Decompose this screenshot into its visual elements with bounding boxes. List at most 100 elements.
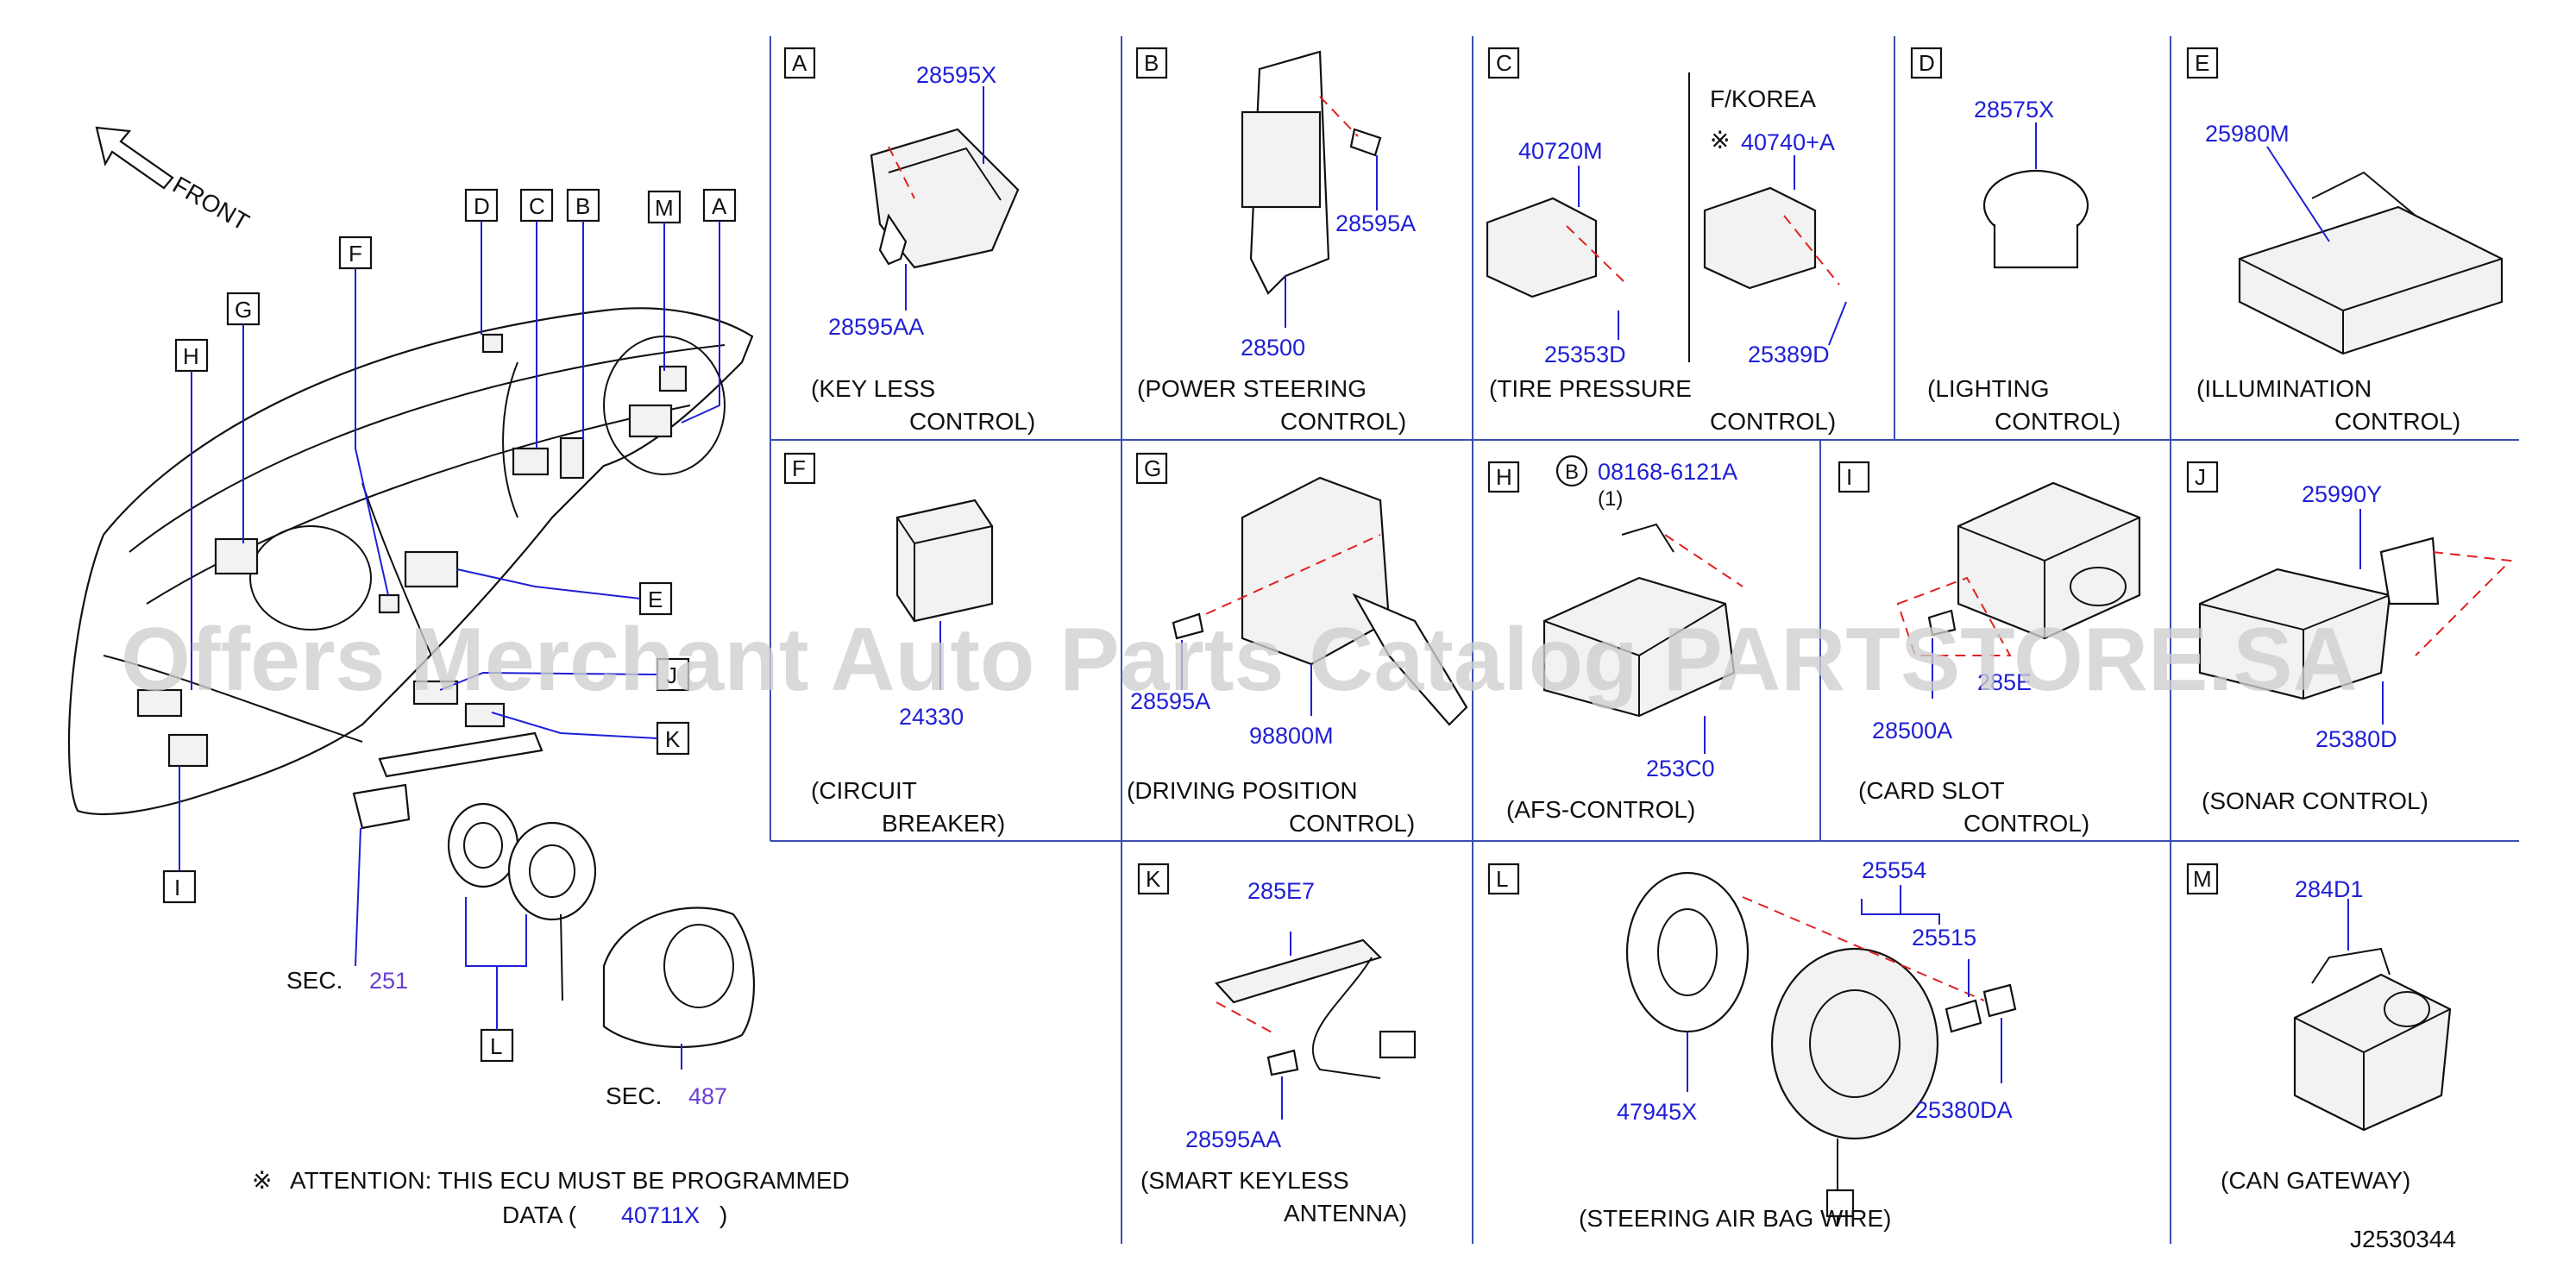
part-28595X[interactable]: 28595X (916, 62, 996, 88)
part-25353D[interactable]: 25353D (1544, 342, 1626, 367)
callout-B-box (566, 188, 600, 223)
attention-note: ※ ATTENTION: THIS ECU MUST BE PROGRAMMED… (252, 1167, 850, 1228)
part-284D1[interactable]: 284D1 (2295, 876, 2364, 902)
panel-grid (770, 36, 2519, 1244)
panel-E-letter: E (2195, 50, 2209, 76)
part-28500[interactable]: 28500 (1241, 335, 1305, 361)
part-28595A-G[interactable]: 28595A (1130, 688, 1210, 714)
part-98800M[interactable]: 98800M (1249, 723, 1334, 749)
sec-487-link[interactable]: 487 (688, 1083, 727, 1109)
callout-A-box (702, 188, 737, 223)
callout-D-box (464, 188, 499, 223)
panel-I: I 28500A 285E (CARD SLOT CONTROL) (1838, 461, 2141, 837)
callout-L: L (490, 1033, 502, 1059)
attention-line1: ATTENTION: THIS ECU MUST BE PROGRAMMED (290, 1167, 850, 1194)
callout-K: K (665, 726, 681, 752)
part-25515[interactable]: 25515 (1912, 925, 1976, 951)
panel-K-caption2: ANTENNA) (1284, 1200, 1407, 1227)
panel-B-caption1: (POWER STEERING (1137, 375, 1367, 402)
callout-G-box (226, 292, 261, 326)
circuit-breaker-unit (895, 499, 994, 623)
panel-B-caption2: CONTROL) (1280, 408, 1406, 435)
part-25990Y[interactable]: 25990Y (2302, 481, 2382, 507)
attention-part-40711X[interactable]: 40711X (621, 1202, 700, 1228)
panel-B-letter: B (1144, 50, 1159, 76)
panel-L-letter: L (1496, 866, 1508, 892)
callout-J-box (656, 657, 690, 692)
panel-F-letter: F (792, 455, 806, 481)
panel-I-caption2: CONTROL) (1963, 810, 2089, 837)
part-08168-6121A[interactable]: 08168-6121A (1598, 459, 1737, 485)
part-25389D[interactable]: 25389D (1748, 342, 1830, 367)
panel-K-caption1: (SMART KEYLESS (1140, 1167, 1349, 1194)
panel-C-mark: ※ (1710, 127, 1730, 154)
panel-K: K 285E7 28595AA (SMART KEYLESS ANTENNA) (1137, 863, 1417, 1227)
part-28500A[interactable]: 28500A (1872, 718, 1952, 744)
attention-line2-prefix: DATA ( (502, 1202, 577, 1228)
part-253C0[interactable]: 253C0 (1646, 756, 1715, 781)
part-28595AA-A[interactable]: 28595AA (828, 314, 924, 340)
callout-K-box (656, 721, 690, 756)
part-285E7[interactable]: 285E7 (1247, 878, 1315, 904)
panel-H-bolt-mark: B (1565, 461, 1579, 484)
panel-G-letter: G (1144, 455, 1161, 481)
part-28595AA-K[interactable]: 28595AA (1185, 1126, 1281, 1152)
part-25980M[interactable]: 25980M (2205, 121, 2290, 147)
part-47945X[interactable]: 47945X (1617, 1099, 1697, 1125)
panel-D-caption2: CONTROL) (1995, 408, 2120, 435)
panel-J-caption1: (SONAR CONTROL) (2202, 787, 2428, 814)
panel-C-letter: C (1496, 50, 1512, 76)
panel-M-letter: M (2193, 866, 2212, 892)
part-285E-partial[interactable]: 285E (1977, 669, 2032, 695)
callout-M: M (655, 195, 674, 221)
panel-F-caption2: BREAKER) (882, 810, 1005, 837)
afs-control-unit (1542, 576, 1736, 718)
part-28575X[interactable]: 28575X (1974, 97, 2054, 122)
panel-H: H B 08168-6121A (1) 253C0 (AFS-CONTROL) (1487, 455, 1744, 823)
attention-line2-suffix: ) (719, 1202, 727, 1228)
panel-A-caption1: (KEY LESS (811, 375, 935, 402)
callout-G: G (235, 297, 252, 323)
smart-keyless-antenna (1215, 938, 1383, 1004)
panel-D-letter: D (1919, 50, 1935, 76)
sec-251-label: SEC. (286, 967, 342, 994)
can-gateway-unit (2293, 973, 2452, 1132)
keyless-control-unit (870, 128, 1020, 269)
card-slot-unit (1957, 481, 2141, 640)
part-25380D[interactable]: 25380D (2315, 726, 2397, 752)
panel-A-letter: A (792, 50, 807, 76)
panel-C-caption2: CONTROL) (1710, 408, 1836, 435)
front-label: FRONT (168, 171, 254, 235)
panel-B: B 28595A 28500 (POWER STEERING CONTROL) (1135, 47, 1416, 435)
part-40740-A[interactable]: 40740+A (1741, 129, 1835, 155)
panel-L-caption1: (STEERING AIR BAG WIRE) (1579, 1205, 1891, 1232)
panel-K-letter: K (1146, 866, 1161, 892)
panel-C-region: F/KOREA (1710, 85, 1816, 112)
part-25380DA[interactable]: 25380DA (1915, 1097, 2013, 1123)
sec-251-link[interactable]: 251 (369, 968, 408, 994)
sonar-control-unit (2198, 568, 2391, 700)
panel-F-caption1: (CIRCUIT (811, 777, 917, 804)
panel-M-caption1: (CAN GATEWAY) (2221, 1167, 2410, 1194)
callout-J: J (666, 662, 677, 688)
panel-A-caption2: CONTROL) (909, 408, 1035, 435)
illumination-control-unit (2238, 205, 2504, 355)
callout-C: C (529, 193, 545, 219)
callout-H-box (174, 338, 209, 373)
callout-F: F (349, 241, 362, 267)
steering-spiral-cover (1625, 871, 1750, 1033)
callout-D: D (474, 193, 490, 219)
panel-D: D 28575X (LIGHTING CONTROL) (1910, 47, 2120, 435)
callout-A: A (712, 193, 727, 219)
part-28595A-B[interactable]: 28595A (1335, 210, 1416, 236)
callout-I-box (162, 869, 197, 904)
attention-symbol: ※ (252, 1167, 272, 1194)
part-25554[interactable]: 25554 (1862, 857, 1926, 883)
callout-I: I (174, 875, 180, 900)
part-40720M[interactable]: 40720M (1518, 138, 1603, 164)
panel-G-caption1: (DRIVING POSITION (1127, 777, 1358, 804)
panel-I-letter: I (1846, 464, 1852, 490)
panel-E: E 25980M (ILLUMINATION CONTROL) (2186, 47, 2504, 435)
part-24330[interactable]: 24330 (899, 704, 964, 730)
